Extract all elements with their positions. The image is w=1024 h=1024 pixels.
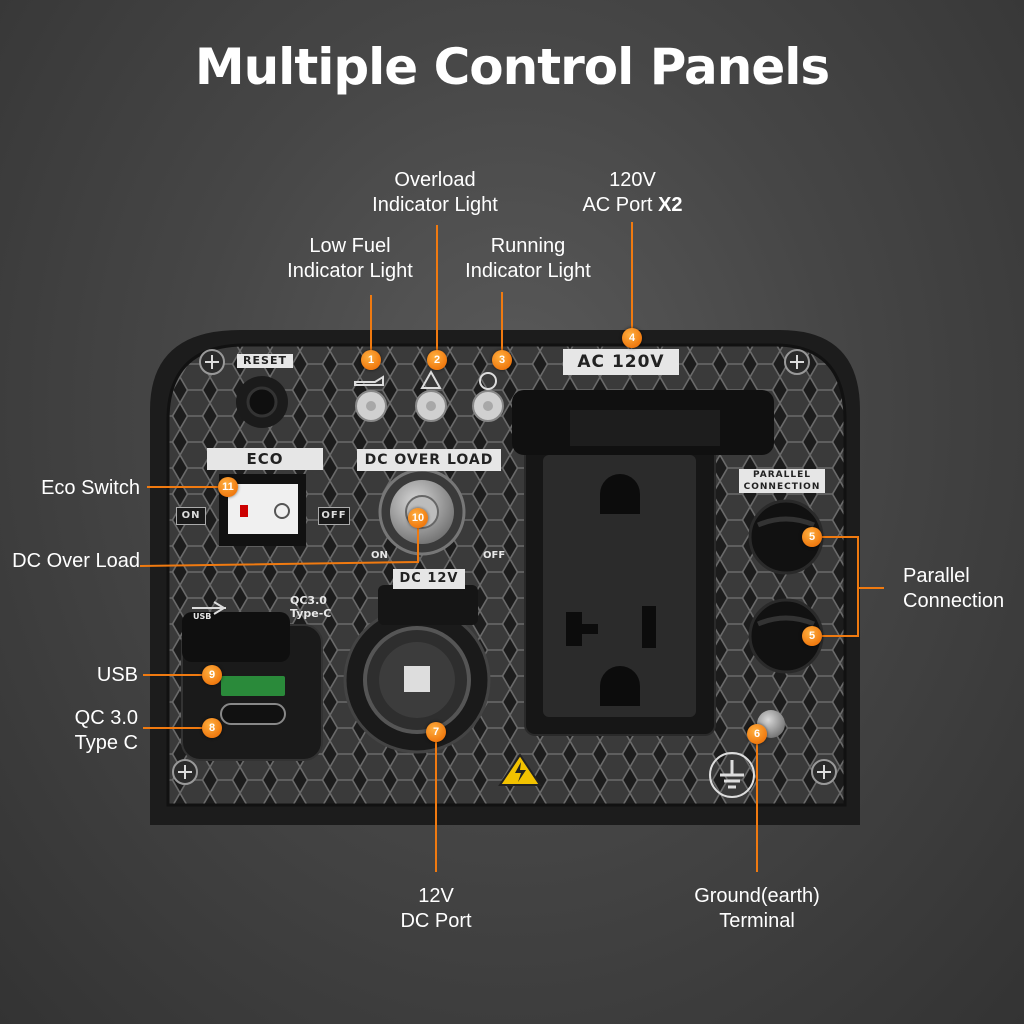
eco-label: ECO xyxy=(207,448,323,470)
engine-icon xyxy=(479,372,497,390)
qc-label-1: QC3.0 xyxy=(290,594,327,607)
badge-5a: 5 xyxy=(802,527,822,547)
callout-ac-port: 120V AC Port X2 xyxy=(582,169,683,216)
badge-4: 4 xyxy=(622,328,642,348)
badge-5b: 5 xyxy=(802,626,822,646)
dc-off-label: OFF xyxy=(483,550,506,561)
off-label: OFF xyxy=(318,507,350,525)
badge-1: 1 xyxy=(361,350,381,370)
warning-small-icon xyxy=(420,369,442,389)
page-title: Multiple Control Panels xyxy=(194,38,830,96)
usb-label: USB xyxy=(193,612,212,621)
dc-on-label: ON xyxy=(371,550,388,561)
badge-3: 3 xyxy=(492,350,512,370)
badge-11: 11 xyxy=(218,477,238,497)
parallel-label-2: CONNECTION xyxy=(739,481,825,493)
badge-8: 8 xyxy=(202,718,222,738)
badge-6: 6 xyxy=(747,724,767,744)
badge-7: 7 xyxy=(426,722,446,742)
oil-can-icon xyxy=(354,375,384,386)
callout-dc-overload: DC Over Load xyxy=(12,550,140,572)
usb-icon xyxy=(192,601,226,615)
dc12v-label: DC 12V xyxy=(393,569,465,589)
reset-label: RESET xyxy=(237,354,293,368)
dc-overload-label: DC OVER LOAD xyxy=(357,449,501,471)
callout-eco: Eco Switch xyxy=(41,477,140,499)
parallel-label-1: PARALLEL xyxy=(739,469,825,481)
callout-usb: USB xyxy=(96,664,138,686)
callout-ground: Ground(earth)Terminal xyxy=(694,885,820,932)
on-label: ON xyxy=(176,507,206,525)
qc-label-2: Type-C xyxy=(290,607,332,620)
badge-2: 2 xyxy=(427,350,447,370)
ac120v-label: AC 120V xyxy=(563,349,679,375)
badge-10: 10 xyxy=(408,508,428,528)
badge-9: 9 xyxy=(202,665,222,685)
